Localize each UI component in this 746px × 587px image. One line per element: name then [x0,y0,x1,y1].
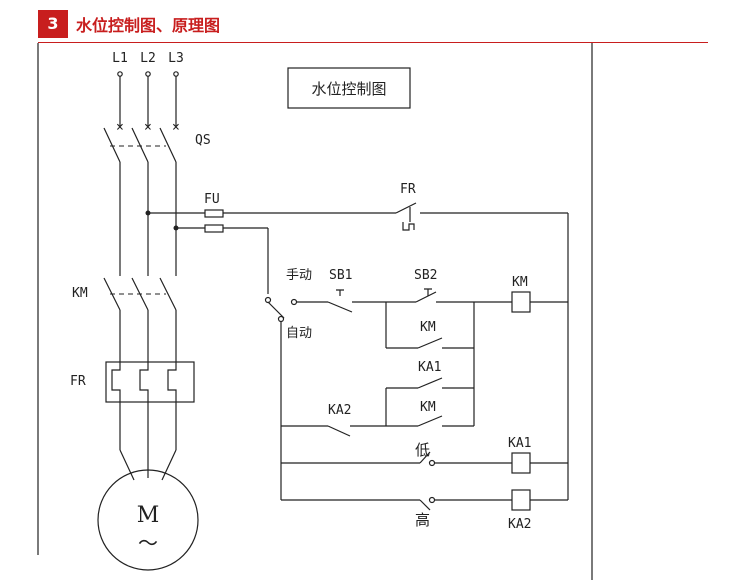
high-level-label: 高 [415,511,430,529]
ka2-coil-label: KA2 [508,517,531,532]
phase-label-l3: L3 [168,51,184,66]
svg-text:×: × [116,120,124,135]
km-contact2-label: KM [420,400,436,415]
low-level-label: 低 [415,441,430,459]
svg-text:×: × [144,120,152,135]
control-circuit [145,202,569,511]
motor-ac-symbol: ～ [138,531,158,555]
km-main-label: KM [72,286,88,301]
diagram-title-box [287,67,411,109]
motor-label: M [137,503,160,528]
svg-text:×: × [172,120,180,135]
ka1-coil-label: KA1 [508,436,531,451]
manual-label: 手动 [286,268,312,283]
header-rule [38,42,708,43]
section-title: 水位控制图、原理图 [76,16,221,35]
phase-lines: × × × [103,71,195,481]
section-header: 3 水位控制图、原理图 [0,0,746,44]
ka1-contact-label: KA1 [418,360,441,375]
sb1-label: SB1 [329,268,352,283]
fr-contact-label: FR [400,182,416,197]
diagram-title: 水位控制图 [311,80,386,98]
ka2-contact-label: KA2 [328,403,351,418]
motor-symbol [97,469,199,571]
km-coil-label: KM [512,275,528,290]
section-number-badge: 3 [38,10,68,38]
phase-label-l1: L1 [112,51,128,66]
qs-label: QS [195,133,211,148]
auto-label: 自动 [286,326,312,341]
sb2-label: SB2 [414,268,437,283]
km-hold-contact-label: KM [420,320,436,335]
fu-label: FU [204,192,220,207]
fr-main-label: FR [70,374,86,389]
phase-label-l2: L2 [140,51,156,66]
